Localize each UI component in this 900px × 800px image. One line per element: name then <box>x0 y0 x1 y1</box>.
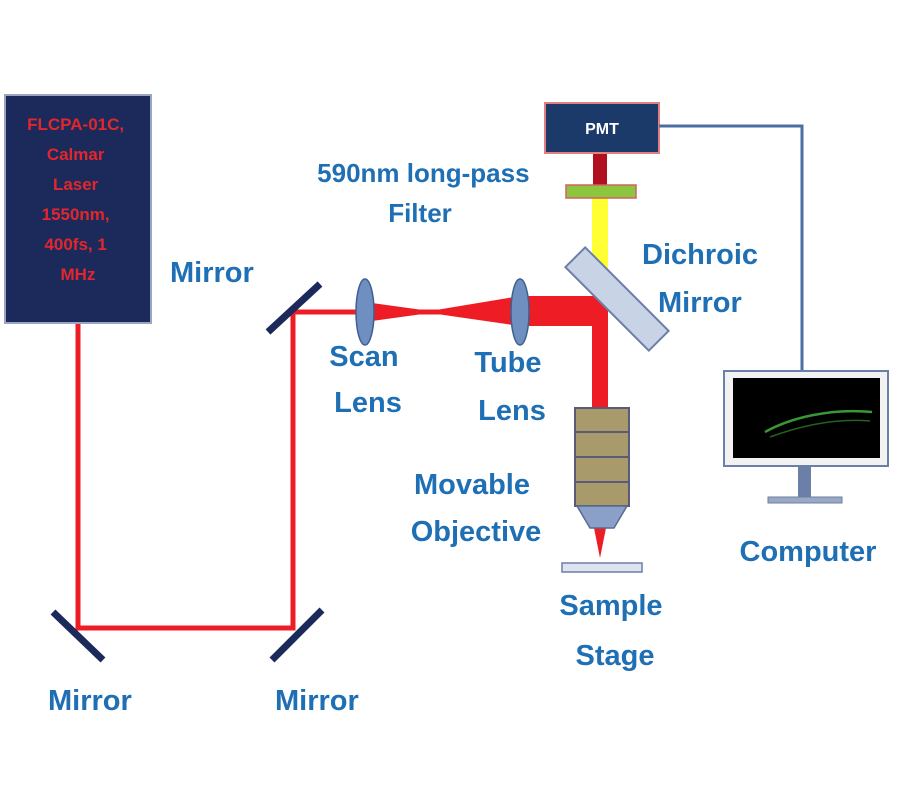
pmt-label: PMT <box>585 121 619 138</box>
laser-label-line: Calmar <box>47 145 105 164</box>
beam-fluorescence <box>592 198 608 276</box>
laser-label-line: FLCPA-01C, <box>27 115 124 134</box>
mirror-bottom-left <box>50 609 106 663</box>
laser-label-line: Laser <box>53 175 99 194</box>
laser-beam-path <box>75 296 608 631</box>
beam-filtered-to-pmt <box>593 152 607 186</box>
sample-stage <box>561 562 643 573</box>
laser-label-line: MHz <box>61 265 96 284</box>
mirror-bottom-right <box>269 607 325 663</box>
scan-lens-label: Scan Lens <box>329 341 406 419</box>
computer <box>723 370 889 504</box>
laser-box <box>4 94 152 324</box>
pmt-detector: PMT <box>544 102 660 154</box>
long-pass-filter <box>565 184 637 199</box>
movable-objective <box>574 407 630 529</box>
laser-label-line: 400fs, 1 <box>44 235 106 254</box>
svg-text:FLCPA-01C, Calmar: FLCPA-01C, Calmar Laser 1550nm, 400fs, 1… <box>27 115 129 284</box>
mirror-bottom-right-label: Mirror <box>275 685 359 717</box>
objective-tip <box>575 505 629 529</box>
sample-stage-label: Sample Stage <box>559 590 670 672</box>
tube-lens <box>510 278 530 346</box>
monitor-screen <box>733 378 880 458</box>
worm-fluorescence-image <box>764 409 873 434</box>
laser-source: FLCPA-01C, Calmar Laser 1550nm, 400fs, 1… <box>4 94 152 324</box>
monitor-base <box>767 496 843 504</box>
laser-label-line: 1550nm, <box>42 205 110 224</box>
monitor-stand <box>798 466 811 498</box>
filter-label: 590nm long-pass Filter <box>317 158 537 228</box>
mirror-top-label: Mirror <box>170 257 254 289</box>
beam-focus-sample <box>594 528 606 558</box>
mirror-bottom-left-label: Mirror <box>48 685 132 717</box>
computer-label: Computer <box>740 536 877 568</box>
dichroic-mirror <box>563 245 671 353</box>
objective-label: Movable Objective <box>411 469 542 548</box>
beam-to-objective <box>592 300 608 410</box>
tube-lens-label: Tube Lens <box>474 347 549 427</box>
beam-focus-cone <box>365 296 600 326</box>
worm-fluorescence-image <box>769 419 871 438</box>
dichroic-label: Dichroic Mirror <box>642 239 766 319</box>
pmt-computer-cable <box>659 124 804 372</box>
pmt-box <box>544 102 660 154</box>
scan-lens <box>355 278 375 346</box>
mirror-top-left <box>265 281 323 335</box>
